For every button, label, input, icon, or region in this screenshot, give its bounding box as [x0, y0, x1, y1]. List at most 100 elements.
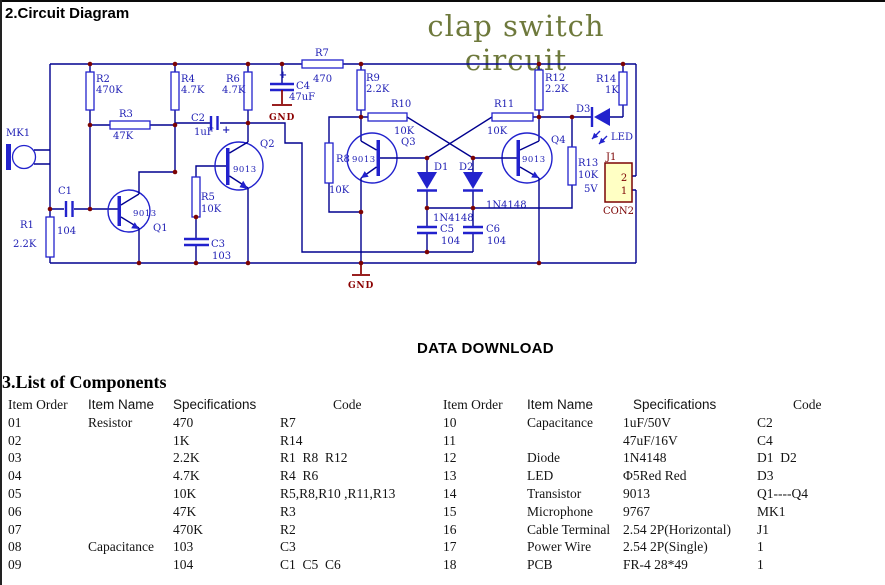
junction-dots [47, 61, 626, 266]
mic-label: MK1 [6, 128, 30, 139]
c4-polarity: + [279, 70, 287, 81]
page-border-left [0, 0, 2, 585]
header-item-order: Item Order [443, 397, 503, 412]
j1-footprint: CON2 [603, 206, 634, 217]
header-specifications: Specifications [173, 397, 257, 412]
cell-specifications: 1uF/50V [623, 414, 672, 430]
r14-value: 1K [605, 85, 619, 96]
r10-label: R10 [391, 99, 411, 110]
table-row: 14 Transistor 9013 Q1----Q4 [443, 485, 822, 503]
table-row: 01 Resistor 470 R7 [8, 414, 395, 432]
cell-code: 1 [757, 539, 764, 555]
cell-item-name [88, 485, 173, 503]
d2-part-number: 1N4148 [486, 200, 527, 211]
cell-item-order: 07 [8, 521, 22, 537]
table-row: 10 Capacitance 1uF/50V C2 [443, 414, 822, 432]
cell-specifications: 9013 [623, 485, 650, 501]
cell-item-order: 13 [443, 468, 457, 484]
microphone-mk1: MK1 [6, 128, 50, 170]
capacitor-c6: C6 104 [463, 208, 506, 252]
cell-item-order: 02 [8, 432, 22, 448]
r14-label: R14 [596, 74, 616, 85]
c3-value: 103 [212, 251, 231, 262]
r6-value: 4.7K [222, 85, 246, 96]
table-row: 15 Microphone 9767 MK1 [443, 503, 822, 521]
capacitor-c4: + C4 47uF GND [269, 64, 315, 123]
brand-title: clap switch circuit [427, 9, 605, 77]
r9-value: 2.2K [366, 84, 390, 95]
table-row: 16 Cable Terminal 2.54 2P(Horizontal) J1 [443, 521, 822, 539]
cell-item-name [88, 432, 173, 450]
circuit-schematic: MK1 R1 2.2K C1 104 R2 470K R3 47K [6, 48, 637, 291]
cell-item-order: 14 [443, 485, 457, 501]
resistor-r9: R9 2.2K [356, 64, 390, 141]
c4-label: C4 [296, 81, 310, 92]
q3-label: Q3 [401, 137, 416, 148]
cell-item-name [527, 432, 623, 450]
cell-specifications: 47K [173, 503, 197, 519]
section-title-list-of-components: 3.List of Components [2, 372, 167, 392]
r10-value: 10K [394, 126, 415, 137]
r8-value: 10K [329, 185, 350, 196]
r4-label: R4 [181, 74, 195, 85]
r13-label: R13 [578, 158, 598, 169]
q1-value: 9013 [133, 209, 157, 219]
cell-specifications: FR-4 28*49 [623, 557, 688, 573]
cell-item-order: 08 [8, 539, 22, 555]
c6-label: C6 [486, 224, 500, 235]
q4-label: Q4 [551, 135, 566, 146]
table-row: 02 1K R14 [8, 432, 395, 450]
header-item-order: Item Order [8, 397, 68, 412]
c4-value: 47uF [289, 92, 315, 103]
cell-code: R14 [280, 432, 303, 448]
cell-specifications: Φ5Red Red [623, 468, 687, 484]
cell-item-name [88, 521, 173, 539]
cell-item-name: LED [527, 468, 554, 484]
mic-element-icon [6, 144, 11, 170]
q2-value: 9013 [233, 165, 257, 175]
cell-item-name: Cable Terminal [527, 521, 611, 537]
cell-item-order: 12 [443, 450, 457, 466]
cell-item-order: 17 [443, 539, 457, 555]
cell-code: Q1----Q4 [757, 485, 808, 501]
resistor-r14: R14 1K [596, 64, 628, 117]
cell-code: 1 [757, 557, 764, 573]
r7-value: 470 [313, 74, 332, 85]
cell-item-name: Diode [527, 450, 560, 466]
table-row: 03 2.2K R1 R8 R12 [8, 449, 395, 467]
ground-symbol: GND [348, 263, 374, 291]
cell-code: C1 C5 C6 [280, 557, 341, 573]
cell-code: J1 [757, 521, 770, 537]
table-row: 11 47uF/16V C4 [443, 432, 822, 450]
r5-label: R5 [201, 192, 215, 203]
cell-specifications: 4.7K [173, 468, 200, 484]
header-specifications: Specifications [633, 397, 717, 412]
cell-specifications: 10K [173, 485, 197, 501]
header-code: Code [793, 397, 822, 412]
cell-specifications: 9767 [623, 503, 650, 519]
data-download-label: DATA DOWNLOAD [417, 340, 554, 357]
cell-item-name [88, 503, 173, 521]
q3-value: 9013 [352, 155, 376, 165]
cell-item-order: 11 [443, 432, 456, 448]
table-row: 13 LED Φ5Red Red D3 [443, 467, 822, 485]
resistor-r8: R8 10K [324, 116, 361, 213]
cell-specifications: 2.2K [173, 450, 200, 466]
cell-item-order: 04 [8, 468, 22, 484]
cell-specifications: 2.54 2P(Single) [623, 539, 708, 555]
table-row: 17 Power Wire 2.54 2P(Single) 1 [443, 538, 822, 556]
r12-label: R12 [545, 73, 565, 84]
j1-pin1: 1 [621, 186, 627, 197]
q4-value: 9013 [522, 155, 546, 165]
gnd-label: GND [348, 281, 374, 291]
diode-d2: D2 1N4148 [459, 158, 527, 211]
cell-specifications: 2.54 2P(Horizontal) [623, 521, 731, 537]
header-item-name: Item Name [88, 397, 155, 412]
c5-label: C5 [440, 224, 454, 235]
r1-label: R1 [20, 220, 34, 231]
cell-item-order: 09 [8, 557, 22, 573]
c2-value: 1uF [194, 127, 214, 138]
cell-code: D1 D2 [757, 450, 797, 466]
cell-item-name: Microphone [527, 503, 593, 519]
